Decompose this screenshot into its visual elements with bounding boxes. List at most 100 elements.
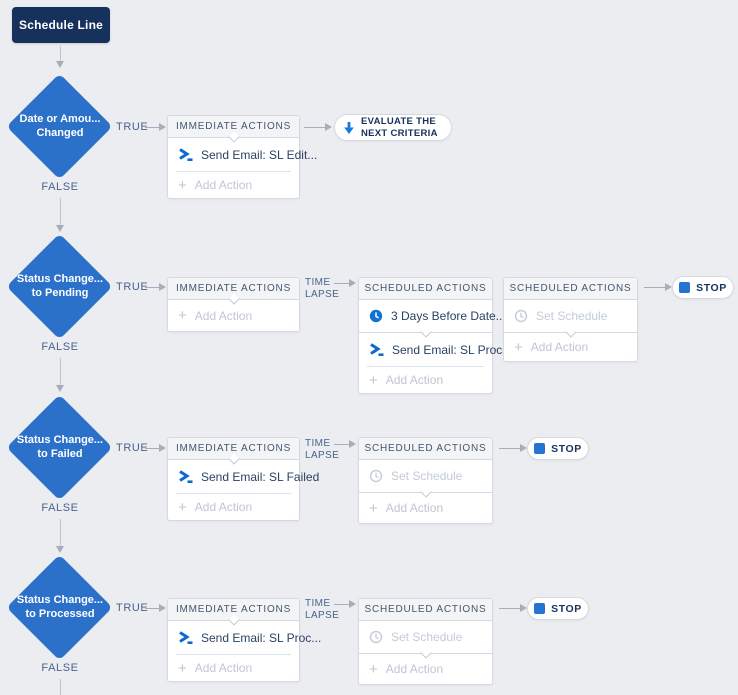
criteria-diamond-status-pending[interactable] [6,233,113,340]
false-label: FALSE [41,181,79,193]
scheduled-actions-box: SCHEDULED ACTIONS Set Schedule + Add Act… [358,437,493,524]
stop-node[interactable]: STOP [527,597,589,620]
false-label: FALSE [41,502,79,514]
add-action-button[interactable]: + Add Action [369,499,444,517]
email-action-icon [369,343,384,356]
box-header: SCHEDULED ACTIONS [359,438,492,460]
stop-node[interactable]: STOP [672,276,734,299]
connector-true-arrowhead [159,444,166,452]
connector-false-line [60,358,61,385]
false-label: FALSE [41,341,79,353]
true-label: TRUE [116,281,149,293]
action-item-send-email[interactable]: Send Email: SL Proc... [168,621,321,654]
connector-arrowhead [349,279,356,287]
add-action-button[interactable]: + Add Action [178,176,253,194]
divider [176,654,291,655]
true-label: TRUE [116,121,149,133]
stop-label: STOP [551,442,582,455]
plus-icon: + [369,499,378,517]
connector-line [334,444,350,445]
connector-true-arrowhead [159,604,166,612]
connector-arrowhead [349,600,356,608]
action-item-send-email[interactable]: Send Email: SL Edit... [168,138,317,171]
connector-false-arrowhead [56,546,64,553]
true-label: TRUE [116,602,149,614]
box-header: SCHEDULED ACTIONS [359,278,492,300]
plus-icon: + [178,307,187,324]
stop-label: STOP [551,602,582,615]
plus-icon: + [178,176,187,194]
email-action-icon [178,148,193,161]
connector-start-arrowhead [56,61,64,68]
connector-false-line [60,198,61,225]
scheduled-actions-box: SCHEDULED ACTIONS Set Schedule + Add Act… [503,277,638,362]
connector-line [334,283,350,284]
connector-true-arrowhead [159,283,166,291]
start-node[interactable]: Schedule Line [12,7,110,43]
scheduled-actions-box: SCHEDULED ACTIONS Set Schedule + Add Act… [358,598,493,685]
clock-icon-active [369,309,383,323]
add-action-button[interactable]: + Add Action [369,660,444,678]
connector-start-line [60,46,61,61]
email-action-icon [178,631,193,644]
divider [176,171,291,172]
add-action-button[interactable]: + Add Action [178,498,253,516]
stop-square-icon [679,282,691,293]
criteria-diamond-status-processed[interactable] [6,554,113,661]
connector-arrowhead [665,283,672,291]
immediate-actions-box: IMMEDIATE ACTIONS + Add Action [167,277,300,332]
divider [176,493,291,494]
connector-line [304,127,326,128]
criteria-diamond-date-changed[interactable] [6,73,113,180]
connector-line [644,287,666,288]
stop-square-icon [534,603,546,614]
connector-false-line [60,519,61,546]
connector-arrowhead [520,604,527,612]
action-item-send-email[interactable]: Send Email: SL Failed [168,460,319,493]
true-label: TRUE [116,442,149,454]
action-item-send-email[interactable]: Send Email: SL Proc... [359,333,512,366]
box-header: SCHEDULED ACTIONS [359,599,492,621]
connector-line [499,608,521,609]
connector-true-line [145,127,160,128]
box-header: SCHEDULED ACTIONS [504,278,637,300]
plus-icon: + [178,659,187,677]
connector-true-arrowhead [159,123,166,131]
email-action-icon [178,470,193,483]
connector-false-line [60,679,61,695]
add-action-button[interactable]: + Add Action [178,307,253,324]
add-action-button[interactable]: + Add Action [514,338,589,356]
add-action-button[interactable]: + Add Action [369,371,444,389]
scheduled-actions-box: SCHEDULED ACTIONS 3 Days Before Date... … [358,277,512,394]
connector-arrowhead [520,444,527,452]
evaluate-down-arrow-icon [343,121,355,135]
immediate-actions-box: IMMEDIATE ACTIONS Send Email: SL Failed … [167,437,319,521]
immediate-actions-box: IMMEDIATE ACTIONS Send Email: SL Proc...… [167,598,321,682]
connector-arrowhead [325,123,332,131]
plus-icon: + [369,660,378,678]
immediate-actions-box: IMMEDIATE ACTIONS Send Email: SL Edit...… [167,115,317,199]
criteria-diamond-status-failed[interactable] [6,394,113,501]
plus-icon: + [178,498,187,516]
stop-square-icon [534,443,546,454]
connector-line [499,448,521,449]
add-action-button[interactable]: + Add Action [178,659,253,677]
stop-label: STOP [696,281,727,294]
connector-false-arrowhead [56,385,64,392]
connector-line [334,604,350,605]
plus-icon: + [514,338,523,356]
connector-true-line [145,608,160,609]
clock-icon-disabled [369,469,383,483]
clock-icon-disabled [514,309,528,323]
connector-true-line [145,287,160,288]
connector-true-line [145,448,160,449]
stop-node[interactable]: STOP [527,437,589,460]
connector-arrowhead [349,440,356,448]
divider [367,366,484,367]
